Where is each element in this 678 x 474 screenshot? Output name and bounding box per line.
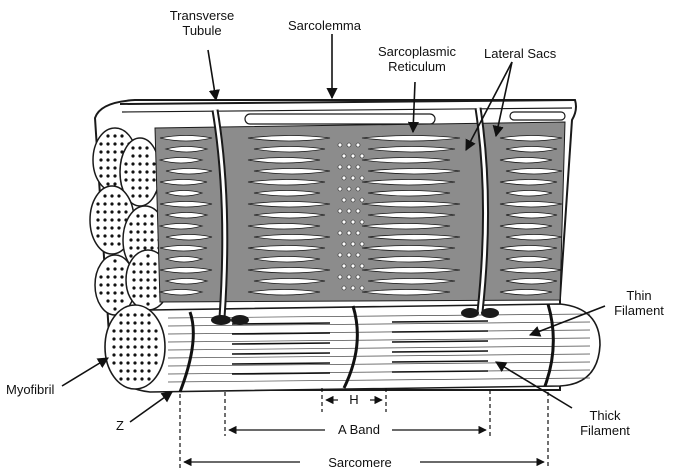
thin-filament-label-line1: Thin	[604, 288, 674, 303]
sarcolemma-label: Sarcolemma	[288, 18, 361, 33]
sarcoplasmic-reticulum-label-line2: Reticulum	[362, 59, 472, 74]
thin-filament-label-line2: Filament	[604, 303, 674, 318]
z-line-label: Z	[116, 418, 124, 433]
exposed-myofibril	[105, 304, 600, 392]
a-band-label: A Band	[326, 422, 392, 437]
lateral-sacs-label: Lateral Sacs	[484, 46, 556, 61]
sarcoplasmic-reticulum	[155, 122, 565, 302]
thick-filament-label: Thick Filament	[570, 408, 640, 438]
sarcomere-label: Sarcomere	[300, 455, 420, 470]
transverse-tubule-label-line1: Transverse	[160, 8, 244, 23]
thick-filament-label-line1: Thick	[570, 408, 640, 423]
myofibril-label: Myofibril	[6, 382, 54, 397]
thick-filament-label-line2: Filament	[570, 423, 640, 438]
sarcoplasmic-reticulum-label: Sarcoplasmic Reticulum	[362, 44, 472, 74]
transverse-tubule-label: Transverse Tubule	[160, 8, 244, 38]
transverse-tubule-label-line2: Tubule	[160, 23, 244, 38]
h-zone-label: H	[340, 392, 368, 407]
sarcoplasmic-reticulum-label-line1: Sarcoplasmic	[362, 44, 472, 59]
thin-filament-label: Thin Filament	[604, 288, 674, 318]
